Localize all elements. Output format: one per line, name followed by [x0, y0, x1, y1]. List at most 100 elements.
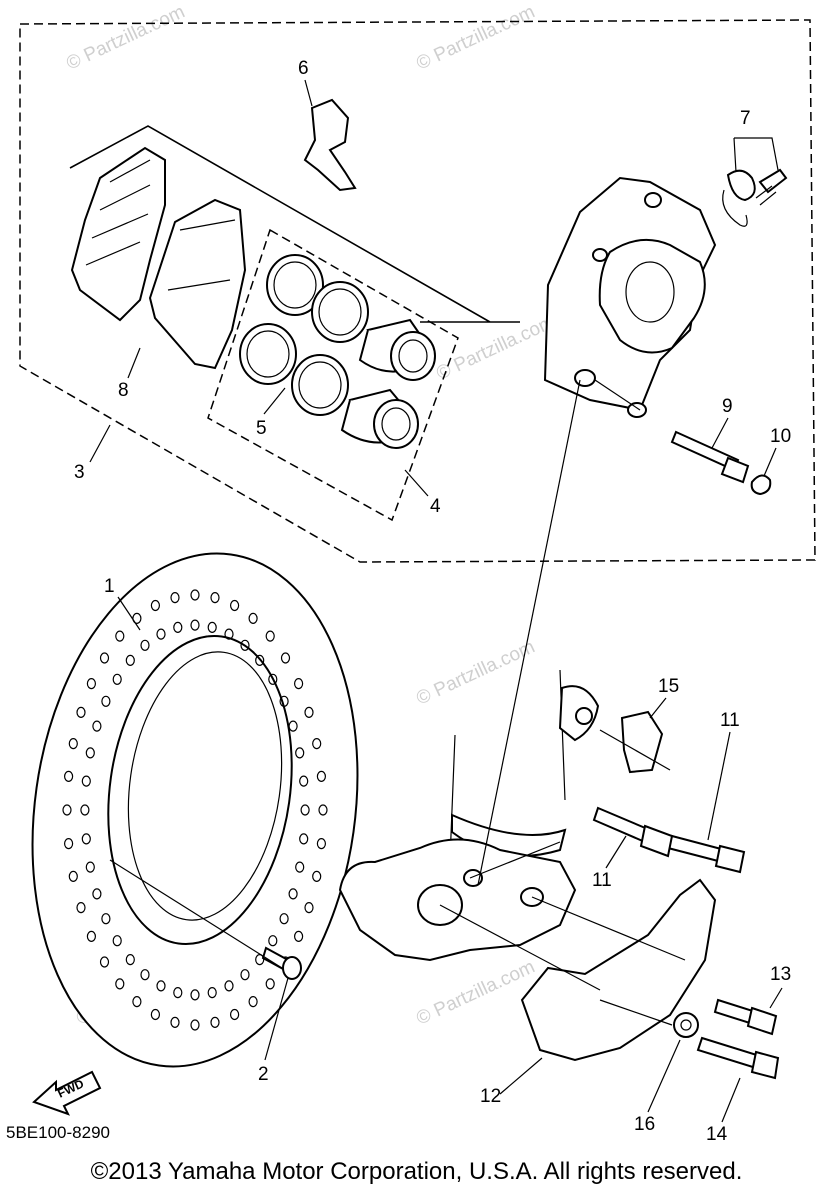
fwd-arrow-icon: FWD: [32, 1070, 102, 1116]
disc-hole: [68, 737, 78, 750]
callout-3: 3: [74, 462, 85, 483]
disc-hole: [268, 673, 278, 685]
disc-hole: [150, 1008, 160, 1021]
disc-hole: [76, 706, 86, 719]
brake-pad-left: [70, 146, 166, 322]
callout-16: 16: [634, 1114, 655, 1135]
disc-hole: [81, 775, 91, 787]
disc-hole: [76, 901, 86, 914]
disc-hole: [150, 599, 160, 612]
callout-2: 2: [258, 1064, 269, 1085]
callout-12: 12: [480, 1086, 501, 1107]
disc-hole: [92, 888, 102, 900]
disc-hole: [62, 804, 72, 816]
fork-leg: [338, 669, 600, 962]
callout-1: 1: [104, 576, 115, 597]
disc-hole: [304, 901, 314, 914]
watermark-text: © Partzilla.com: [63, 1, 188, 74]
callout-9: 9: [722, 396, 733, 417]
disc-hole: [295, 861, 305, 873]
disc-hole: [173, 986, 183, 999]
disc-hole: [190, 989, 200, 1001]
bleed-screw-assembly: [722, 168, 788, 227]
caliper-nut: [750, 474, 772, 496]
disc-hole: [190, 619, 200, 631]
brake-pad-right: [148, 198, 247, 370]
disc-hole: [68, 870, 78, 883]
disc-holes: [62, 589, 328, 1031]
pad-kit-bracket: [69, 125, 520, 323]
disc-hole: [101, 913, 111, 925]
disc-hole: [240, 969, 250, 981]
disc-hole: [300, 804, 310, 816]
disc-hole: [112, 935, 122, 947]
disc-hole: [92, 720, 102, 732]
brake-disc: [31, 552, 359, 1068]
disc-hole: [140, 969, 150, 981]
callout-5: 5: [256, 418, 267, 439]
caliper-assembly-boundary: [19, 19, 816, 563]
disc-hole: [248, 995, 258, 1008]
disc-hole: [268, 935, 278, 947]
pistons: [340, 318, 436, 449]
disc-hole: [112, 673, 122, 685]
callout-11-lower: 11: [592, 870, 612, 891]
disc-hole: [99, 652, 110, 664]
disc-hole: [294, 677, 304, 690]
disc-bolt: [261, 946, 302, 980]
callout-11-upper: 11: [720, 710, 740, 731]
piston-kit-boundary: [207, 228, 459, 522]
disc-hole: [224, 980, 234, 992]
hose-guide: [620, 710, 664, 774]
pad-spring: [303, 98, 357, 192]
disc-hole: [230, 599, 240, 612]
disc-hole: [190, 589, 200, 601]
disc-hole: [125, 953, 135, 966]
disc-hole: [207, 986, 217, 999]
disc-hole: [210, 591, 220, 604]
disc-hole: [280, 652, 291, 664]
assembly-lines: [109, 379, 686, 1026]
disc-hole: [279, 913, 289, 925]
callout-8: 8: [118, 380, 129, 401]
disc-hole: [156, 628, 166, 640]
disc-hole: [85, 747, 95, 759]
disc-hole: [316, 837, 326, 850]
disc-hole: [224, 628, 234, 640]
watermark-text: © Partzilla.com: [413, 956, 538, 1029]
disc-hole: [81, 833, 91, 845]
caliper-body: [543, 176, 717, 418]
disc-hole: [240, 639, 250, 651]
disc-hole: [63, 837, 74, 850]
watermark-text: © Partzilla.com: [413, 1, 538, 74]
disc-guard: [520, 878, 717, 1062]
callout-10: 10: [770, 426, 791, 447]
disc-hole: [173, 621, 183, 634]
disc-hole: [63, 770, 74, 783]
disc-hole: [170, 591, 180, 604]
disc-hole: [230, 1008, 240, 1021]
disc-hole: [115, 978, 125, 990]
disc-hole: [86, 677, 97, 690]
callout-4: 4: [430, 496, 441, 517]
bolt-14: [696, 1036, 780, 1080]
diagram-code: 5BE100-8290: [6, 1123, 110, 1142]
disc-hole: [304, 706, 314, 719]
callout-6: 6: [298, 58, 309, 79]
disc-hole: [125, 654, 135, 667]
piston-seals: [239, 254, 369, 416]
disc-hole: [85, 861, 95, 873]
bolt-13: [713, 998, 778, 1036]
disc-hole: [312, 870, 322, 883]
disc-hole: [295, 747, 305, 759]
disc-hole: [265, 978, 275, 990]
disc-hole: [99, 956, 110, 968]
disc-hole: [190, 1019, 200, 1031]
disc-hole: [299, 775, 309, 787]
disc-hole: [210, 1016, 220, 1029]
disc-hole: [207, 621, 217, 634]
callout-14: 14: [706, 1124, 728, 1145]
bolt-11-upper: [666, 834, 746, 874]
disc-hole: [86, 930, 97, 943]
